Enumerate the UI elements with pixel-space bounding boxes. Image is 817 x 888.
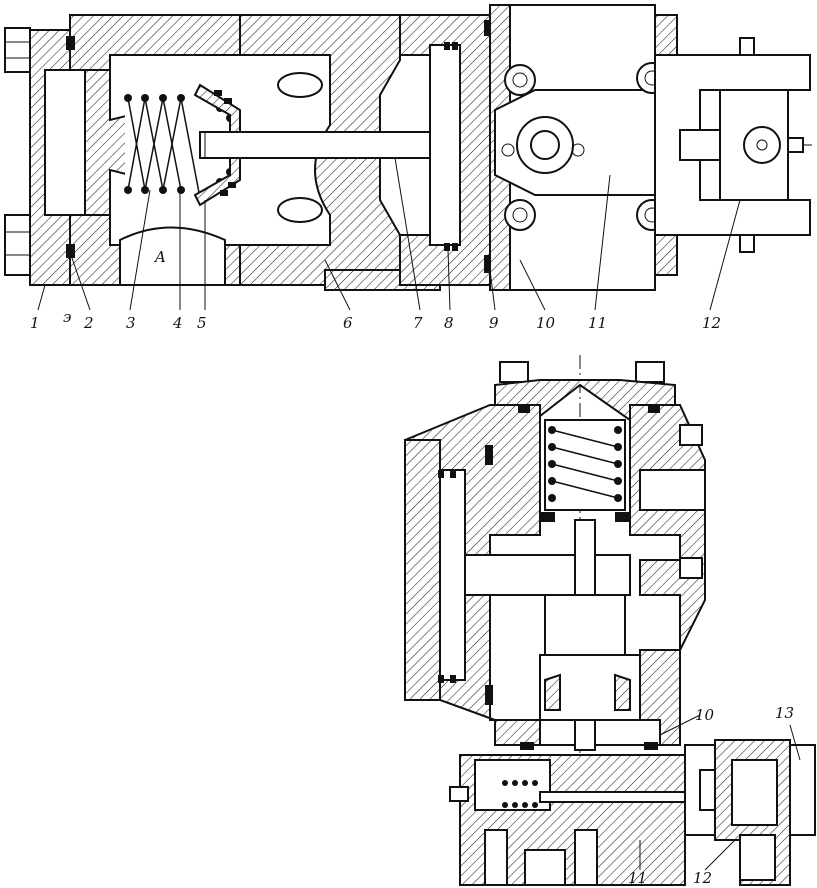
top-labels: 1 э 2 3 4 5 6 7 8 9 10 11 12	[30, 308, 721, 332]
top-sectional-view: A	[4, 4, 815, 332]
piston-bore	[44, 69, 86, 216]
left-flange	[404, 439, 441, 701]
label-1: 1	[30, 314, 40, 332]
bottom-spring-links	[551, 429, 619, 499]
side-port	[639, 469, 706, 511]
lower-spring-chamber	[474, 759, 551, 811]
label-10: 10	[536, 314, 556, 332]
bottom-leader-lines	[639, 714, 801, 871]
leader-lines	[37, 157, 741, 311]
bolt-head-lower	[4, 214, 31, 276]
piston-slot	[429, 44, 461, 246]
label-12: 12	[702, 314, 721, 332]
cap-bolt-left	[499, 361, 529, 383]
label-3: 3	[126, 314, 136, 332]
push-rod	[199, 131, 461, 159]
bottom-label-12: 12	[693, 869, 712, 887]
label-4: 4	[172, 314, 183, 332]
label-e: э	[63, 308, 71, 326]
cap-bolt-right	[635, 361, 665, 383]
label-7: 7	[413, 314, 423, 332]
label-9: 9	[489, 314, 499, 332]
bottom-sectional-view: 10 13 11 12	[404, 355, 816, 887]
bottom-labels: 10 13 11 12	[628, 704, 794, 887]
seal-rings-8	[444, 42, 458, 251]
stem-guide	[544, 594, 626, 656]
label-8: 8	[444, 314, 454, 332]
label-2: 2	[83, 314, 94, 332]
chamber-a	[119, 226, 226, 286]
adjust-stem	[679, 129, 721, 161]
bolt-head-upper	[4, 27, 31, 73]
port-lower	[277, 197, 323, 223]
bottom-label-10: 10	[695, 706, 715, 724]
lower-spring	[502, 780, 538, 808]
bottom-seals	[438, 405, 660, 750]
bottom-label-13: 13	[775, 704, 794, 722]
pipe-bracket	[654, 54, 811, 236]
label-6: 6	[343, 314, 353, 332]
label-11: 11	[588, 314, 607, 332]
chamber-a-label: A	[153, 248, 166, 266]
label-5: 5	[197, 314, 207, 332]
bottom-label-11: 11	[628, 869, 647, 887]
port-upper	[277, 72, 323, 98]
